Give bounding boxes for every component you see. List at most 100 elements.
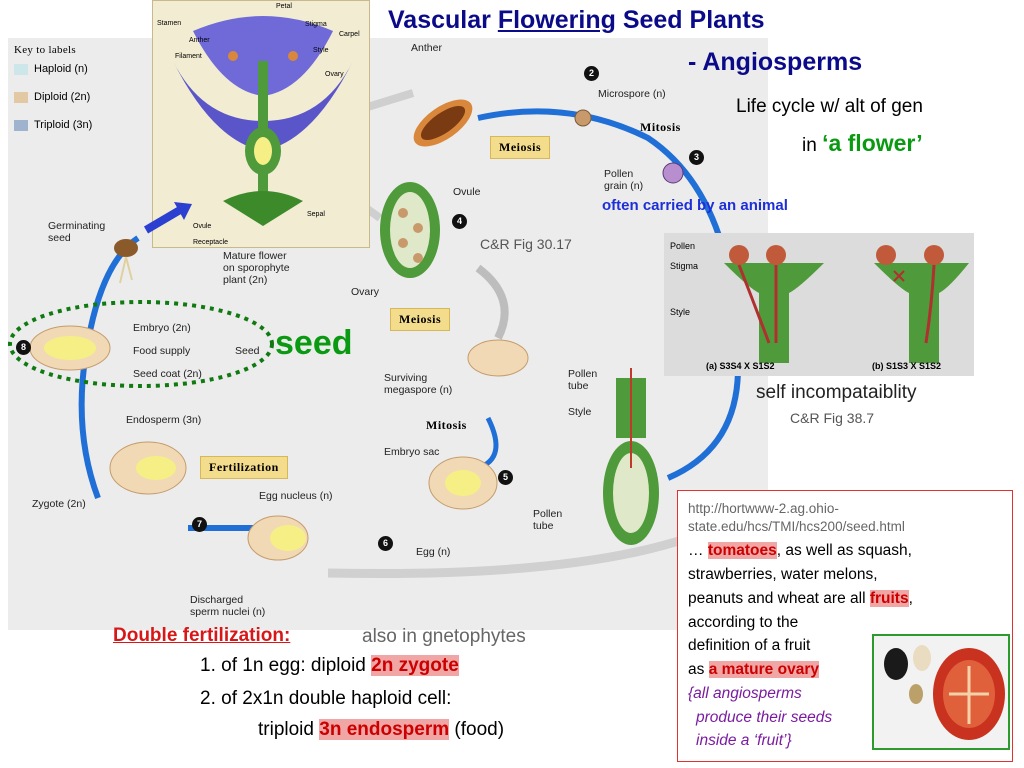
flower-label-stigma: Stigma [305,21,327,28]
label-style: Style [568,406,592,418]
flower-illustration [173,16,353,226]
label-seed-coat: Seed coat (2n) [133,368,202,380]
flower-label-ovary: Ovary [325,71,344,78]
anther-illustration [413,99,473,147]
label-food-supply: Food supply [133,345,191,357]
fruit-line-4: according to the [688,614,799,631]
label-surviving-2: megaspore (n) [384,384,453,396]
fruit-line-3: peanuts and wheat are all fruits, [688,590,913,607]
label-mature-flower-3: plant (2n) [223,274,268,286]
si-label-style: Style [670,307,691,317]
flower-label-filament: Filament [175,53,202,60]
source-url-1: http://hortwww-2.ag.ohio- [688,501,839,516]
double-fertilization-line-3: triploid 3n endosperm (food) [258,719,505,740]
double-fertilization-line-2: 2. of 2x1n double haploid cell: [200,688,452,709]
flower-label-receptacle: Receptacle [193,239,229,246]
flower-label-stamen: Stamen [157,20,182,27]
step-number: 5 [498,470,513,485]
label-pollen-tube-b2: tube [533,520,554,532]
stage-fertilization: Fertilization [200,456,288,479]
life-cycle-diagram: Key to labels Haploid (n) Diploid (2n) T… [8,38,768,630]
step-number: 4 [452,214,467,229]
subtitle-life-cycle: Life cycle w/ alt of gen [736,96,923,117]
key-diploid: Diploid (2n) [34,91,91,103]
flower-label-ovule: Ovule [193,223,212,230]
self-incompatibility-figure: Pollen Stigma Style (a) S3S4 X S1S2 (b) … [664,233,974,376]
fruit-line-7: {all angiosperms [688,685,802,702]
label-zygote: Zygote (2n) [32,498,86,510]
pollen-grain-illustration [662,162,684,184]
ovary-illustration [380,182,440,278]
label-ovary: Ovary [351,286,380,298]
label-embryo-sac: Embryo sac [384,446,440,458]
fruit-line-5: definition of a fruit [688,637,811,654]
label-embryo: Embryo (2n) [133,322,191,334]
si-caption-b: (b) S1S3 X S1S2 [872,361,942,371]
triploid-swatch [14,120,28,131]
source-url-2: state.edu/hcs/TMI/hcs200/seed.html [688,519,905,534]
flower-label-style: Style [313,47,329,54]
si-label-pollen: Pollen [670,241,696,251]
label-mature-flower-1: Mature flower [223,250,287,262]
fig-30-17-ref: C&R Fig 30.17 [480,236,572,252]
step-number: 7 [192,517,207,532]
label-seed: Seed [235,345,260,357]
subtitle-flower: in ‘a flower’ [802,130,923,156]
label-germinating-1: Germinating [48,220,106,232]
key-haploid: Haploid (n) [34,63,88,75]
label-pollen-grain-1: Pollen [604,168,634,180]
label-pollen-tube-2: tube [568,380,589,392]
fruit-line-9: inside a ‘fruit’} [696,732,792,749]
inner-arrow-1 [475,264,509,340]
fruit-line-2: strawberries, water melons, [688,566,878,583]
step-number: 6 [378,536,393,551]
key-triploid: Triploid (3n) [34,119,93,131]
step-number: 8 [16,340,31,355]
flower-label-anther: Anther [189,37,210,44]
label-discharged-2: sperm nuclei (n) [190,606,266,618]
fruit-line-8: produce their seeds [696,709,833,726]
label-ovule: Ovule [453,186,481,198]
fig-38-7-ref: C&R Fig 38.7 [790,410,875,426]
double-fertilization-line-1: 1. of 1n egg: diploid 2n zygote [200,655,459,676]
self-incompat-caption: self incompataiblity [756,382,917,403]
pollen-tube-ovary-illustration [603,368,659,545]
stage-meiosis-2: Meiosis [390,308,451,331]
megaspore-illustration [467,339,529,377]
label-anther: Anther [411,42,442,54]
tomato-photo [872,634,1010,750]
si-label-stigma: Stigma [670,261,699,271]
si-caption-a: (a) S3S4 X S1S2 [706,361,775,371]
stage-mitosis-2: Mitosis [426,418,467,432]
label-egg: Egg (n) [416,546,451,558]
flower-label-petal: Petal [276,3,292,10]
label-pollen-tube-1: Pollen [568,368,598,380]
stage-mitosis-1: Mitosis [640,120,681,134]
seed-highlight-ellipse [8,300,274,388]
stage-meiosis-1: Meiosis [490,136,551,159]
label-pollen-grain-2: grain (n) [604,180,644,192]
tomato-illustration [884,645,1005,740]
fruit-line-1: … tomatoes, as well as squash, [688,542,912,559]
step-number: 2 [584,66,599,81]
label-endosperm: Endosperm (3n) [126,414,202,426]
haploid-swatch [14,64,28,75]
cycle-arrow-top [477,108,731,269]
key-title: Key to labels [14,44,76,56]
label-surviving-1: Surviving [384,372,428,384]
germinating-seed-illustration [114,239,138,284]
label-discharged-1: Discharged [190,594,244,606]
label-pollen-tube-b1: Pollen [533,508,563,520]
microspore-illustration [574,109,592,127]
double-fertilization-also: also in gnetophytes [362,626,526,647]
diploid-swatch [14,92,28,103]
page-title-line2: - Angiosperms [688,48,863,76]
step-number: 3 [689,150,704,165]
fruit-line-6: as a mature ovary [688,661,819,678]
cycle-arrow-right [666,367,741,481]
flower-label-sepal: Sepal [307,211,325,218]
self-incompat-illustration [724,245,969,363]
seed-callout: seed [275,324,353,362]
label-microspore: Microspore (n) [598,88,666,100]
inner-arrow-3 [327,533,690,579]
